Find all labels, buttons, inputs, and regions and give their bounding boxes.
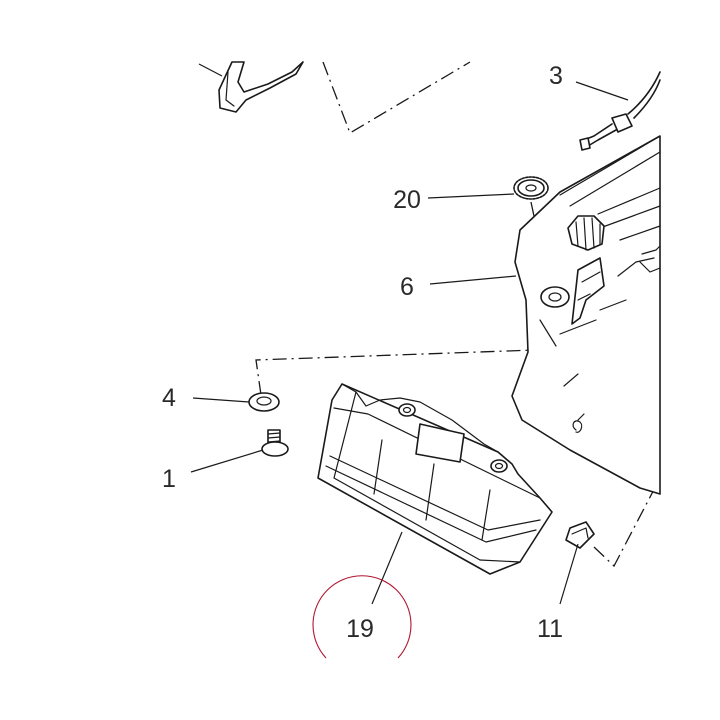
part-11-clip — [565, 521, 595, 549]
callout-6: 6 — [400, 273, 414, 301]
upper-part-fragment — [198, 61, 304, 113]
highlight-circle-19 — [312, 575, 412, 659]
callout-20: 20 — [393, 186, 421, 214]
leader-lines — [190, 81, 629, 605]
part-1-screw — [261, 429, 289, 457]
callout-19: 19 — [346, 615, 374, 643]
part-20-serrated-washer — [513, 176, 549, 200]
main-housing — [511, 135, 661, 495]
part-19-cover — [317, 383, 553, 575]
callout-1: 1 — [162, 465, 176, 493]
callout-labels: 3 20 6 4 1 19 11 — [162, 62, 563, 643]
part-4-washer — [248, 392, 280, 412]
callout-3: 3 — [549, 62, 563, 90]
part-3-cable-tie — [579, 71, 661, 151]
callout-11: 11 — [537, 615, 563, 643]
callout-4: 4 — [162, 384, 176, 412]
